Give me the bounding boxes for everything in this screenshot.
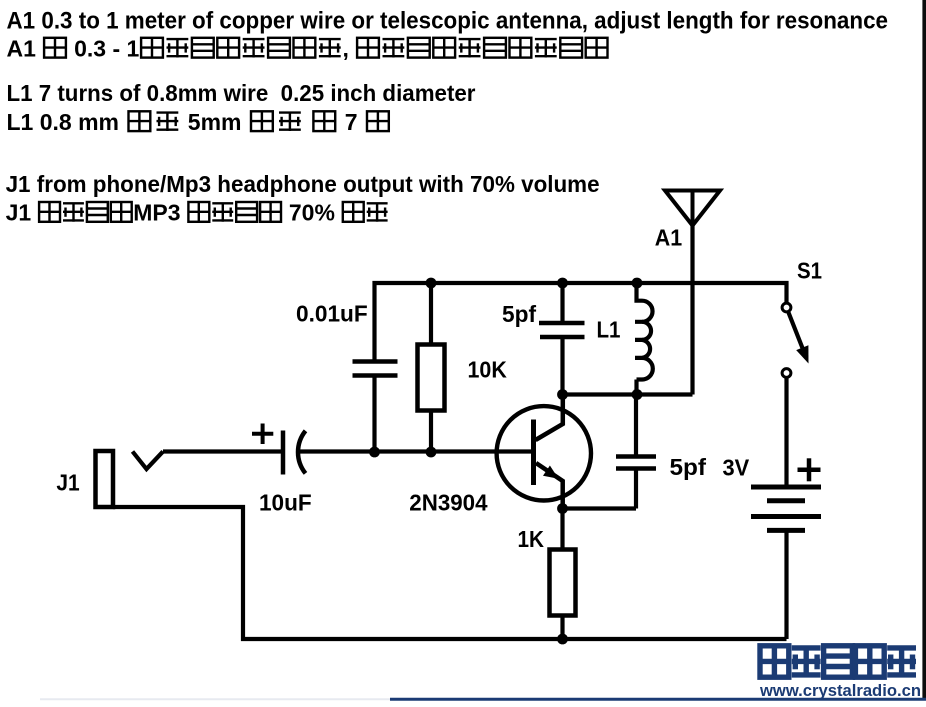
svg-text:70%: 70%: [289, 200, 335, 226]
svg-text:0.01uF: 0.01uF: [296, 301, 368, 327]
svg-text:,: ,: [343, 36, 349, 62]
svg-text:J1 from phone/Mp3 headphone ou: J1 from phone/Mp3 headphone output with …: [6, 171, 600, 197]
svg-text:7: 7: [345, 109, 358, 135]
svg-text:J1: J1: [6, 200, 32, 226]
svg-text:A1: A1: [7, 36, 37, 62]
svg-text:A1 0.3 to 1 meter of copper wi: A1 0.3 to 1 meter of copper wire or tele…: [7, 7, 889, 34]
svg-text:MP3: MP3: [133, 200, 180, 226]
svg-text:www.crystalradio.cn: www.crystalradio.cn: [759, 681, 921, 700]
svg-text:10uF: 10uF: [259, 490, 312, 516]
svg-text:1K: 1K: [518, 526, 545, 552]
svg-text:10K: 10K: [468, 357, 508, 383]
svg-text:A1: A1: [655, 225, 683, 251]
svg-text:3V: 3V: [723, 455, 750, 481]
svg-text:5pf: 5pf: [502, 301, 536, 327]
svg-text:J1: J1: [56, 470, 79, 496]
svg-text:0.3 - 1: 0.3 - 1: [74, 36, 139, 62]
svg-text:L1: L1: [597, 317, 621, 343]
svg-text:L1 0.8 mm: L1 0.8 mm: [7, 109, 120, 135]
svg-text:L1 7 turns of 0.8mm wire 0.25: L1 7 turns of 0.8mm wire 0.25 inch diame…: [7, 80, 476, 106]
svg-text:5mm: 5mm: [188, 109, 242, 135]
svg-text:2N3904: 2N3904: [409, 490, 487, 516]
svg-text:5pf: 5pf: [670, 454, 707, 480]
svg-text:S1: S1: [797, 258, 822, 284]
